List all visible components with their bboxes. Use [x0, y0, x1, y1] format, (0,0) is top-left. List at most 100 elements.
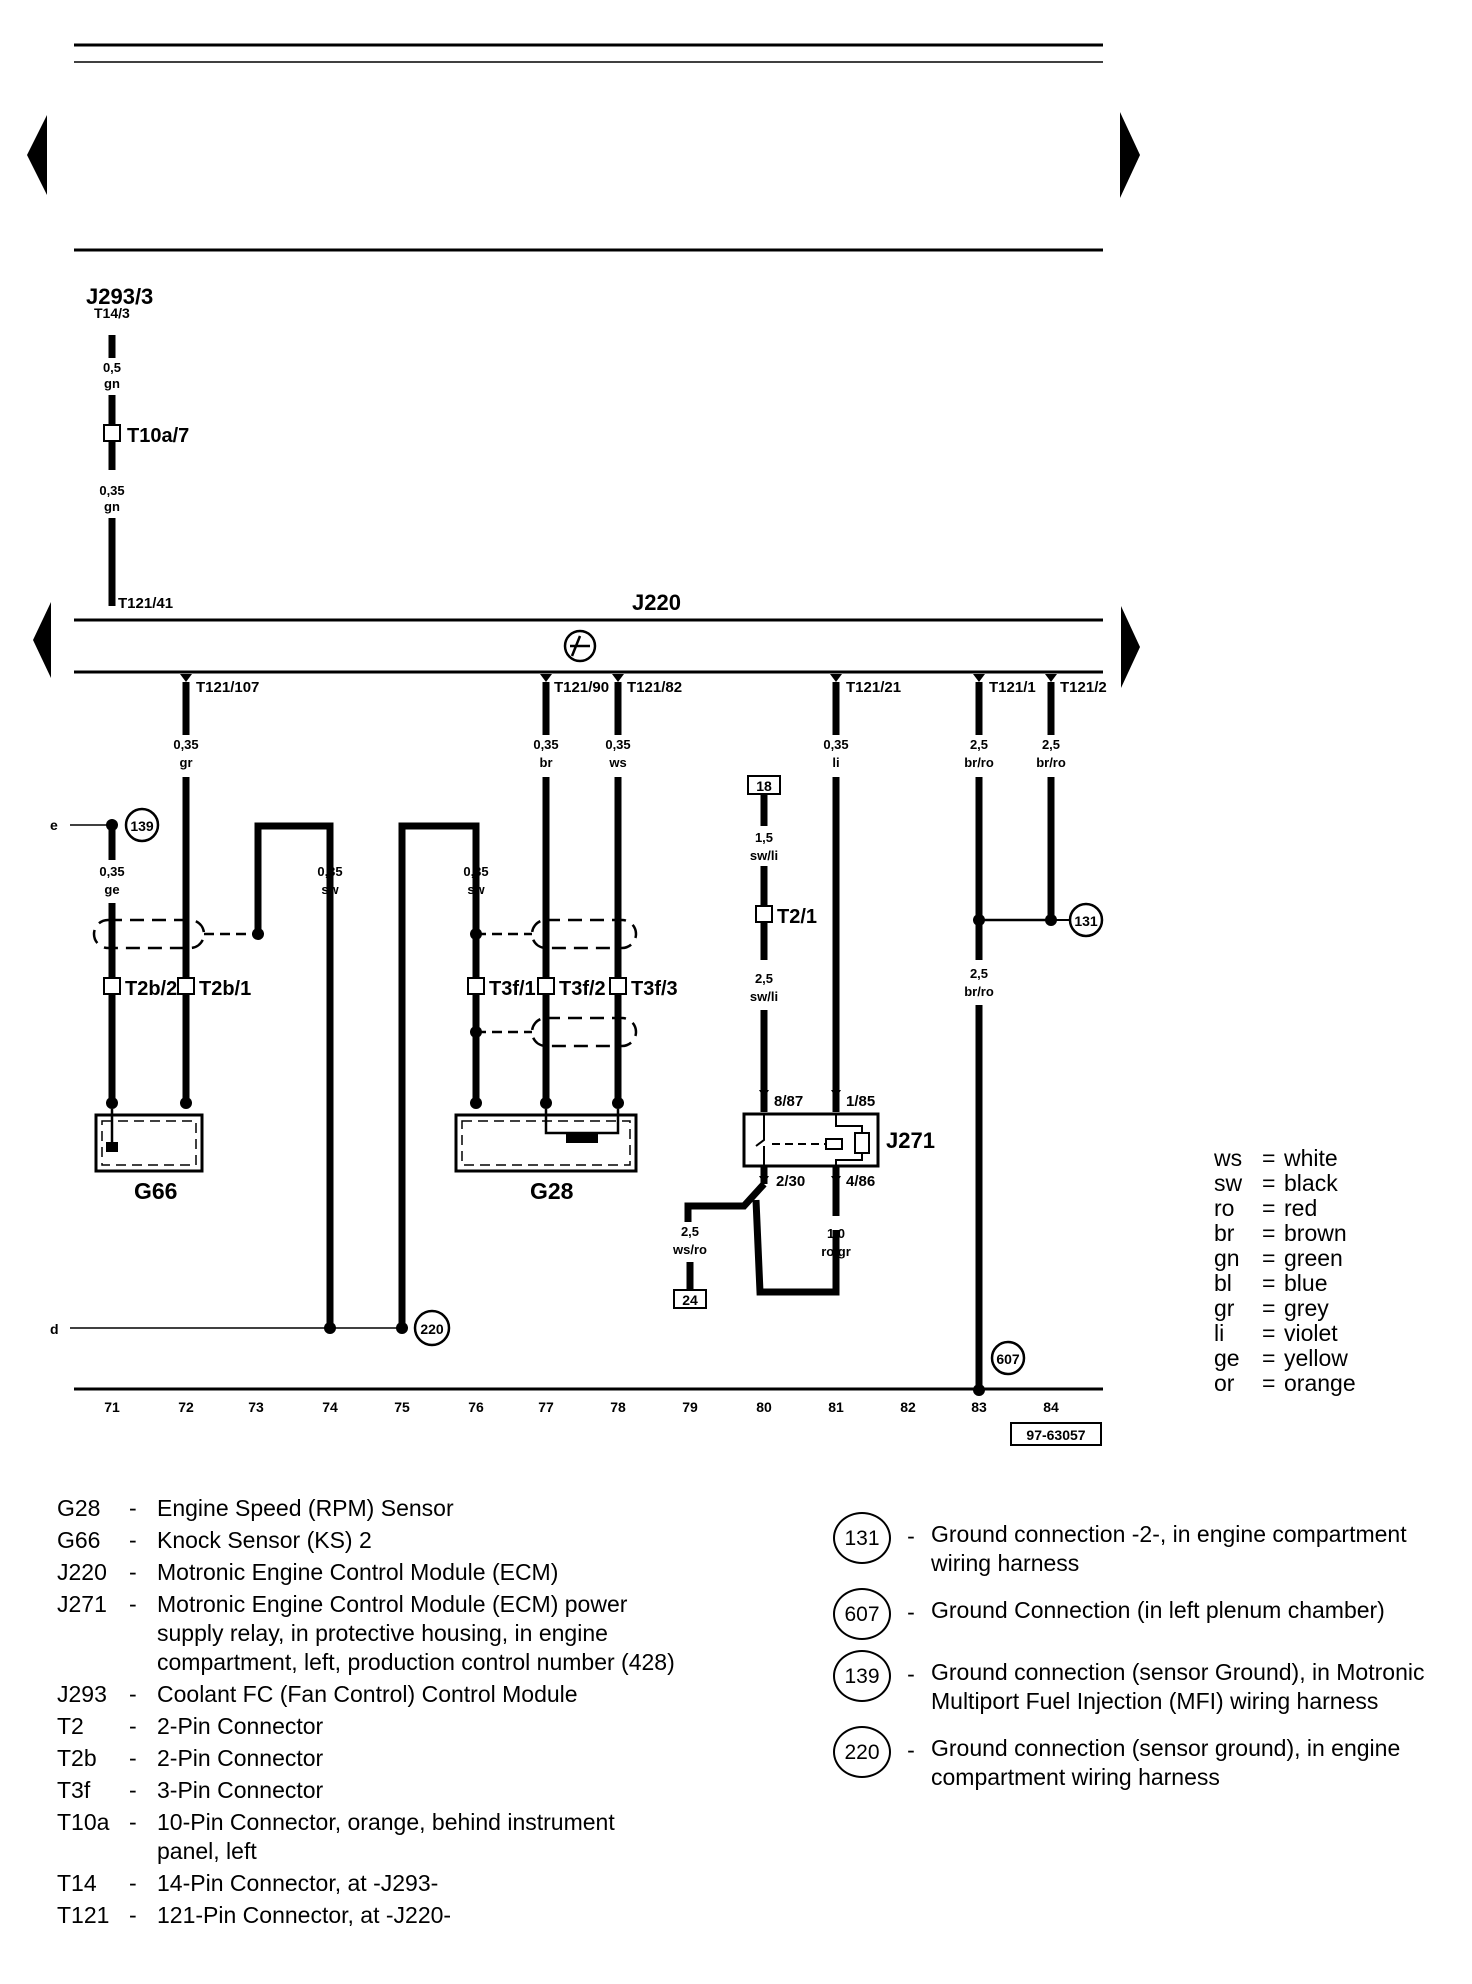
connector-t3f1-icon [467, 977, 485, 995]
ground-description: Ground connection (sensor ground), in en… [931, 1735, 1401, 1790]
edge-label-e: e [50, 817, 58, 833]
ecm-label: J220 [632, 590, 681, 615]
dash: - [129, 1559, 137, 1585]
connector-t10a-icon [103, 424, 121, 442]
component-legend-row: G66-Knock Sensor (KS) 2 [57, 1526, 677, 1555]
ground-legend-row: 139-Ground connection (sensor Ground), i… [833, 1650, 1461, 1716]
track-number: 75 [394, 1399, 410, 1415]
component-description: 2-Pin Connector [157, 1713, 324, 1739]
equals-sign: = [1262, 1220, 1276, 1246]
ground-139-icon [124, 807, 160, 843]
dash: - [129, 1495, 137, 1521]
ground-legend-row: 607-Ground Connection (in left plenum ch… [833, 1588, 1461, 1640]
color-label: gn [104, 376, 120, 391]
gauge-label: 2,5 [755, 971, 773, 986]
component-legend-row: G28-Engine Speed (RPM) Sensor [57, 1494, 677, 1523]
gauge-label: 0,5 [103, 360, 121, 375]
track-number: 81 [828, 1399, 844, 1415]
pin-label: T121/41 [118, 595, 173, 612]
j293-label: J293/3 [86, 284, 153, 309]
color-label: sw [467, 882, 485, 897]
terminal-18-label: 18 [756, 778, 772, 794]
wire-color-row: li=violet [1214, 1321, 1356, 1346]
ground-607-label: 607 [996, 1351, 1020, 1367]
component-description: 2-Pin Connector [157, 1745, 324, 1771]
wire-color-row: gn=green [1214, 1246, 1356, 1271]
wire-color-name: grey [1284, 1295, 1329, 1321]
component-code: G66 [57, 1527, 101, 1553]
connector-t2b1-label: T2b/1 [199, 978, 251, 1000]
component-code: J271 [57, 1591, 107, 1617]
gauge-label: 0,35 [173, 737, 198, 752]
nav-next-arrow-icon[interactable] [1120, 112, 1140, 198]
component-code: T2 [57, 1713, 84, 1739]
wire-color-name: white [1284, 1145, 1338, 1171]
gauge-label: 0,35 [605, 737, 630, 752]
component-description: Motronic Engine Control Module (ECM) pow… [157, 1591, 675, 1675]
dash: - [907, 1599, 915, 1625]
track-number: 82 [900, 1399, 916, 1415]
gauge-label: 1,5 [755, 830, 773, 845]
color-label: ro/gr [821, 1244, 851, 1259]
ground-number-icon: 131 [833, 1512, 891, 1564]
drawing-number-box [1010, 1422, 1102, 1446]
gauge-label: 2,5 [1042, 737, 1060, 752]
dash: - [129, 1713, 137, 1739]
color-label: ge [104, 882, 119, 897]
dash: - [129, 1870, 137, 1896]
equals-sign: = [1262, 1270, 1276, 1296]
dash: - [907, 1523, 915, 1549]
component-description: 14-Pin Connector, at -J293- [157, 1870, 439, 1896]
track-number: 80 [756, 1399, 772, 1415]
dash: - [129, 1745, 137, 1771]
component-legend-row: T14 -14-Pin Connector, at -J293- [57, 1869, 677, 1898]
cable-shield [530, 918, 638, 950]
ecm-next-arrow-icon[interactable] [1121, 606, 1140, 688]
wire-color-row: bl=blue [1214, 1271, 1356, 1296]
track-number: 79 [682, 1399, 698, 1415]
component-code: T121 [57, 1902, 110, 1928]
component-code: J220 [57, 1559, 107, 1585]
wire-color-code: ge [1214, 1345, 1240, 1371]
ecm-prev-arrow-icon[interactable] [33, 602, 51, 678]
pin-label: T121/1 [989, 679, 1036, 696]
nav-prev-arrow-icon[interactable] [27, 115, 47, 195]
gauge-label: 2,5 [970, 737, 988, 752]
component-code: G28 [57, 1495, 101, 1521]
gauge-label: 2,5 [681, 1224, 699, 1239]
component-legend-row: J293-Coolant FC (Fan Control) Control Mo… [57, 1680, 677, 1709]
component-description: 121-Pin Connector, at -J220- [157, 1902, 452, 1928]
wire-color-name: violet [1284, 1320, 1338, 1346]
color-label: sw [321, 882, 339, 897]
wire-color-code: gn [1214, 1245, 1240, 1271]
component-legend-row: J220-Motronic Engine Control Module (ECM… [57, 1558, 677, 1587]
component-description: Knock Sensor (KS) 2 [157, 1527, 372, 1553]
color-label: ws [608, 755, 626, 770]
sensor-g66-label: G66 [134, 1178, 177, 1204]
relay-pin-label: 8/87 [774, 1093, 803, 1110]
component-code: T10a [57, 1809, 110, 1835]
terminal-24-box [673, 1289, 707, 1309]
connector-t21-label: T2/1 [777, 906, 817, 928]
equals-sign: = [1262, 1345, 1276, 1371]
wire-color-code: bl [1214, 1270, 1232, 1296]
connector-t2b1-icon [177, 977, 195, 995]
gauge-label: 0,35 [463, 864, 488, 879]
track-number: 76 [468, 1399, 484, 1415]
pin-label: T121/2 [1060, 679, 1107, 696]
relay-j271-box [742, 1112, 880, 1168]
pin-label: T121/107 [196, 679, 259, 696]
ground-description: Ground Connection (in left plenum chambe… [931, 1597, 1385, 1623]
connector-t2b2-icon [103, 977, 121, 995]
equals-sign: = [1262, 1170, 1276, 1196]
component-code: T14 [57, 1870, 97, 1896]
wire-color-code: li [1214, 1320, 1225, 1346]
ground-legend: 131-Ground connection -2-, in engine com… [833, 1512, 1461, 1802]
ground-220-label: 220 [420, 1321, 444, 1337]
connector-t21-icon [755, 905, 773, 923]
equals-sign: = [1262, 1145, 1276, 1171]
component-description: Motronic Engine Control Module (ECM) [157, 1559, 559, 1585]
ground-139-label: 139 [130, 818, 154, 834]
ground-description: Ground connection -2-, in engine compart… [931, 1521, 1407, 1576]
